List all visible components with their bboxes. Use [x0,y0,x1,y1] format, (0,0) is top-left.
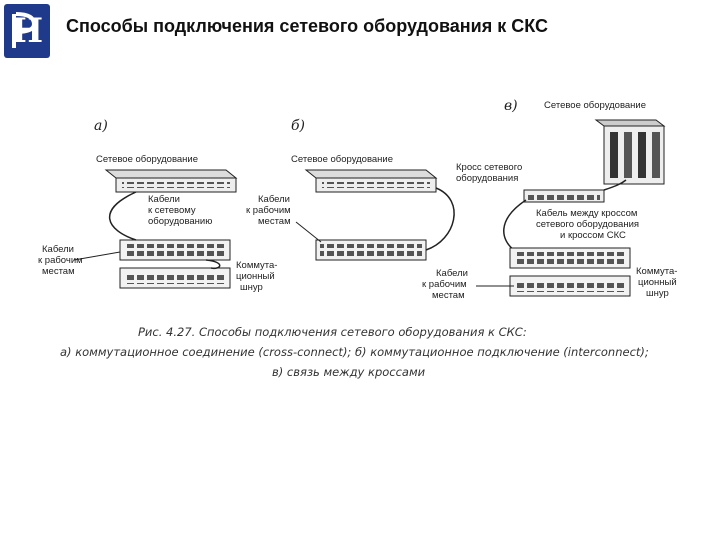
caption-line-1: Рис. 4.27. Способы подключения сетевого … [138,325,527,339]
panel-c-equipment-label: Сетевое оборудование [544,100,646,111]
panel-c-cables-work-label: Кабели к рабочим местам [422,268,471,301]
panel-c-cable-between-label: Кабель между кроссом сетевого оборудован… [536,208,642,241]
panel-c-patch-panel-top [509,247,631,269]
panel-c-rack [594,119,666,185]
panel-a-patch-cord [205,259,221,270]
panel-a-patch-cord-label: Коммута- ционный шнур [236,260,280,293]
panel-c-patch-panel-bottom [509,275,631,297]
caption-line-2: а) коммутационное соединение (cross-conn… [60,345,649,359]
panel-c-cross-label: Кросс сетевого оборудования [456,162,525,184]
panel-a-switch [104,169,238,193]
panel-a-cable [109,191,137,241]
panel-a-letter: а) [94,118,108,134]
panel-b-cable [425,187,455,251]
slide-title: Способы подключения сетевого оборудовани… [66,16,549,36]
figure-caption: Рис. 4.27. Способы подключения сетевого … [60,322,700,382]
panel-a-cables-equip-label: Кабели к сетевому оборудованию [148,194,212,227]
panel-c-letter: в) [504,98,518,114]
caption-line-3: в) связь между кроссами [272,365,426,379]
panel-b-equipment-label: Сетевое оборудование [291,154,393,165]
panel-c-cross-panel [523,189,605,203]
panel-b-cables-work-label: Кабели к рабочим местам [246,194,293,227]
university-logo: Н [4,4,50,58]
panel-c-patch-cord-label: Коммута- ционный шнур [636,266,680,299]
panel-b-patch-panel [315,239,427,261]
panel-a-patch-panel-top [119,239,231,261]
panel-c-cable [503,199,527,251]
panel-a-patch-panel-bottom [119,267,231,289]
panel-b-letter: б) [291,118,305,134]
panel-a-cables-work-label: Кабели к рабочим местам [38,244,85,277]
panel-b-switch [304,169,438,193]
panel-a-equipment-label: Сетевое оборудование [96,154,198,165]
connection-diagram: а) Сетевое оборудование Кабели к сетевом… [36,90,696,390]
